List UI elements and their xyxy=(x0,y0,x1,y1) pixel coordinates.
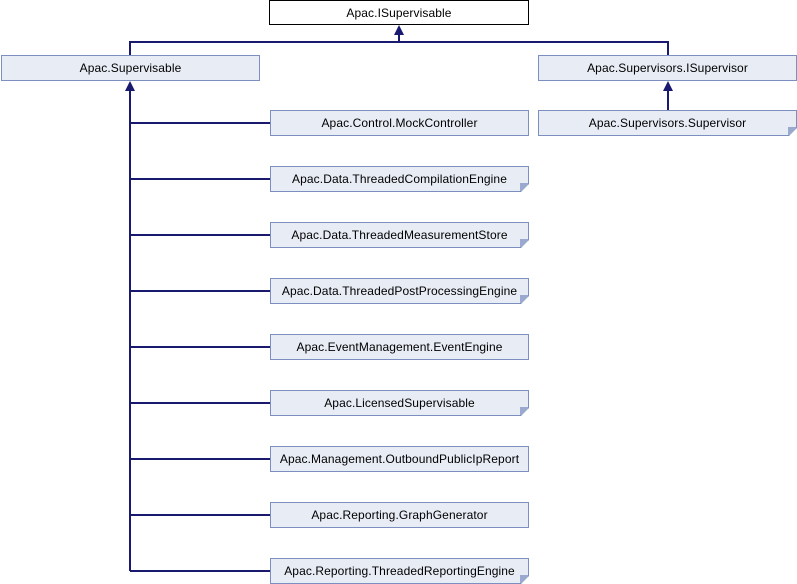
node-supervisor[interactable]: Apac.Supervisors.Supervisor xyxy=(538,110,797,136)
node-label: Apac.Control.MockController xyxy=(321,116,478,130)
node-outboundpublicipreport[interactable]: Apac.Management.OutboundPublicIpReport xyxy=(270,446,529,472)
node-threadedreportingengine[interactable]: Apac.Reporting.ThreadedReportingEngine xyxy=(270,558,529,584)
node-label: Apac.Data.ThreadedPostProcessingEngine xyxy=(281,284,518,298)
node-isupervisor[interactable]: Apac.Supervisors.ISupervisor xyxy=(538,55,797,81)
node-supervisable[interactable]: Apac.Supervisable xyxy=(1,55,260,81)
node-eventengine[interactable]: Apac.EventManagement.EventEngine xyxy=(270,334,529,360)
node-label: Apac.LicensedSupervisable xyxy=(324,396,475,410)
node-label: Apac.Reporting.ThreadedReportingEngine xyxy=(284,564,515,578)
node-threadedpostprocessingengine[interactable]: Apac.Data.ThreadedPostProcessingEngine xyxy=(270,278,529,304)
node-label: Apac.Reporting.GraphGenerator xyxy=(311,508,488,522)
node-licensedsupervisable[interactable]: Apac.LicensedSupervisable xyxy=(270,390,529,416)
node-label: Apac.Supervisable xyxy=(79,61,182,75)
node-threadedmeasurementstore[interactable]: Apac.Data.ThreadedMeasurementStore xyxy=(270,222,529,248)
node-label: Apac.EventManagement.EventEngine xyxy=(296,340,503,354)
arrowhead-isupervisable xyxy=(394,25,404,35)
node-mockcontroller[interactable]: Apac.Control.MockController xyxy=(270,110,529,136)
arrowhead-isupervisor xyxy=(663,81,673,91)
node-isupervisable[interactable]: Apac.ISupervisable xyxy=(269,0,529,25)
node-threadedcompilationengine[interactable]: Apac.Data.ThreadedCompilationEngine xyxy=(270,166,529,192)
node-graphgenerator[interactable]: Apac.Reporting.GraphGenerator xyxy=(270,502,529,528)
node-label: Apac.ISupervisable xyxy=(346,5,452,20)
node-label: Apac.Data.ThreadedMeasurementStore xyxy=(291,228,508,242)
arrowhead-supervisable xyxy=(125,81,135,91)
node-label: Apac.Supervisors.ISupervisor xyxy=(587,61,748,75)
node-label: Apac.Management.OutboundPublicIpReport xyxy=(279,452,520,466)
edge-bus-isupervisable xyxy=(129,41,669,55)
node-label: Apac.Data.ThreadedCompilationEngine xyxy=(292,172,507,186)
node-label: Apac.Supervisors.Supervisor xyxy=(588,116,747,130)
